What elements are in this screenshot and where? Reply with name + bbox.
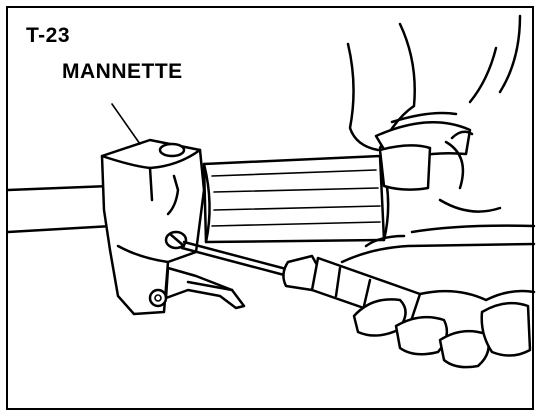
brake-lever	[164, 266, 246, 310]
label-leader-line	[111, 103, 141, 145]
adjuster-screw	[164, 230, 188, 250]
hand-top-illustration	[346, 14, 522, 213]
hand-bottom-illustration	[340, 224, 536, 369]
part-label: MANNETTE	[62, 60, 183, 83]
handlebar-tube	[6, 184, 120, 234]
lever-clamp	[100, 138, 206, 316]
figure-id: T-23	[26, 24, 71, 47]
handlebar-grip	[202, 154, 390, 244]
